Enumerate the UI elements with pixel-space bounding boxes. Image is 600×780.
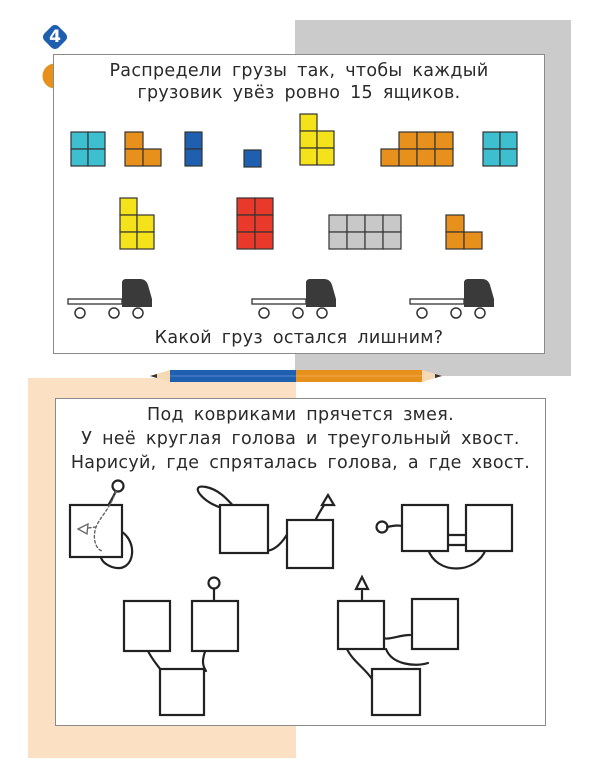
- cargo-blue-single: [243, 149, 262, 168]
- snake-task-panel: Под ковриками прячется змея. У неё кругл…: [55, 398, 546, 726]
- cargo-task-panel: Распредели грузы так, чтобы каждый грузо…: [53, 54, 545, 354]
- pencil-divider: [150, 370, 442, 382]
- snake-puzzles: [68, 479, 514, 717]
- cargo-question: Какой груз остался лишним?: [154, 328, 444, 348]
- cargo-orange-l: [124, 131, 162, 167]
- cargo-orange-stairs: [380, 131, 454, 167]
- page-number-badge: 4: [38, 20, 72, 54]
- truck-icon: [409, 279, 494, 319]
- page-number: 4: [49, 27, 61, 47]
- cargo-cyan-square-2: [482, 131, 518, 167]
- cargo-cyan-square: [70, 131, 106, 167]
- cargo-yellow-tower: [299, 113, 335, 166]
- truck-icon: [67, 279, 152, 319]
- cargo-instruction-line-1: Распредели грузы так, чтобы каждый: [109, 61, 489, 81]
- cargo-gray-block: [328, 214, 402, 250]
- snake-puzzle-example: [68, 479, 134, 570]
- cargo-instruction-line-2: грузовик увёз ровно 15 ящиков.: [137, 83, 461, 103]
- diamond-icon: [42, 24, 68, 50]
- snake-instruction-line-3: Нарисуй, где спряталась голова, а где хв…: [70, 453, 531, 473]
- snake-instruction-line-1: Под ковриками прячется змея.: [147, 405, 454, 425]
- snake-puzzle-4: [122, 576, 240, 717]
- snake-instruction-line-2: У неё круглая голова и треугольный хвост…: [81, 429, 520, 449]
- truck-icon: [251, 279, 336, 319]
- cargo-yellow-l: [119, 197, 155, 250]
- cargo-orange-l-2: [445, 214, 483, 250]
- snake-puzzle-5: [336, 574, 460, 717]
- cargo-red-block: [236, 197, 274, 250]
- cargo-illustration: [67, 113, 518, 319]
- snake-puzzle-2: [196, 485, 336, 570]
- snake-puzzle-3: [375, 503, 514, 570]
- cargo-blue-column: [184, 131, 203, 167]
